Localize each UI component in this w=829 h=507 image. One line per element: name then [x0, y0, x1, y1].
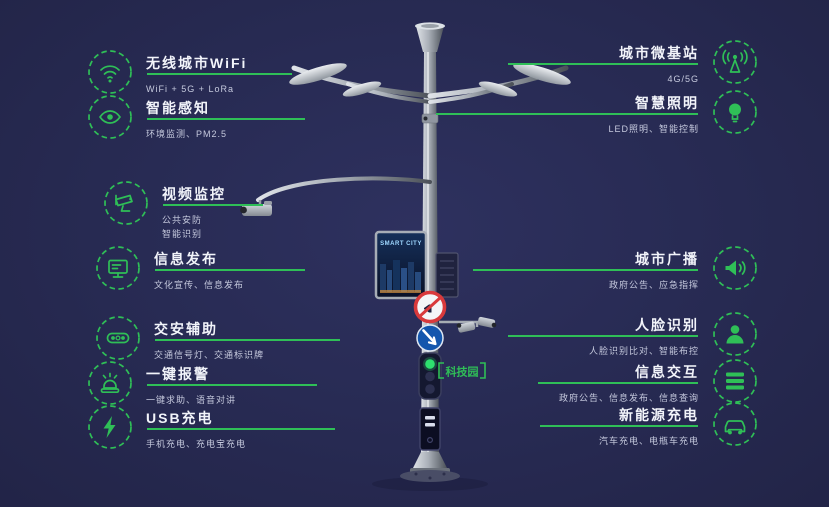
feature-title: 新能源充电 [619, 407, 699, 423]
feature-title: 人脸识别 [635, 317, 699, 333]
base-station-icon [711, 38, 759, 86]
smart-lamp-pole: SMART CITY [240, 22, 571, 491]
feature-title: 无线城市WiFi [146, 55, 248, 71]
tech-park-label: 科技园 [446, 365, 479, 379]
feature-item-smart-lighting: 智慧照明 LED照明、智能控制 [436, 88, 759, 137]
feature-item-emergency-alarm: 一键报警 一键求助、语音对讲 [86, 359, 317, 408]
screen-title: SMART CITY [380, 241, 422, 247]
connector-line [147, 428, 335, 430]
connector-line [540, 425, 698, 427]
feature-title: 视频监控 [162, 186, 226, 202]
feature-subtitle: WiFi + 5G + LoRa [146, 84, 235, 94]
lamp-arm-left [289, 63, 433, 104]
pole-base [400, 452, 460, 482]
feature-title: 城市微基站 [619, 45, 699, 61]
usb-charging-box [419, 407, 441, 451]
ground-shadow [372, 477, 488, 491]
feature-title: 城市广播 [635, 251, 699, 267]
tech-park-tag: 科技园 [438, 362, 486, 379]
cctv-camera [240, 176, 432, 216]
usb-icon [86, 403, 134, 451]
traffic-light [418, 352, 442, 400]
wifi-icon [86, 48, 134, 96]
feature-subtitle: 文化宣传、信息发布 [154, 280, 245, 290]
feature-subtitle: 政府公告、信息发布、信息查询 [558, 393, 699, 403]
connector-line [155, 339, 340, 341]
feature-item-video-surveillance: 视频监控 公共安防 智能识别 [102, 179, 263, 242]
smart-light-icon [711, 88, 759, 136]
feature-item-info-interaction: 信息交互 政府公告、信息发布、信息查询 [538, 357, 759, 406]
feature-subtitle: 公共安防 智能识别 [162, 215, 203, 239]
info-publish-icon [94, 244, 142, 292]
connector-line [538, 382, 698, 384]
feature-title: 交安辅助 [154, 321, 218, 337]
connector-line [147, 73, 292, 75]
lamp-arm-right [427, 63, 571, 104]
feature-subtitle: 环境监测、PM2.5 [146, 129, 228, 139]
dual-cameras [439, 316, 497, 333]
smart-sensing-icon [86, 93, 134, 141]
pole-shaft [421, 52, 439, 452]
face-recognition-icon [711, 310, 759, 358]
feature-item-ev-charging: 新能源充电 汽车充电、电瓶车充电 [540, 400, 759, 449]
connector-line [147, 118, 305, 120]
top-lamp [415, 22, 445, 52]
feature-title: USB充电 [146, 410, 214, 426]
feature-subtitle: 政府公告、应急指挥 [608, 280, 699, 290]
feature-title: 智能感知 [146, 100, 210, 116]
feature-item-info-publish: 信息发布 文化宣传、信息发布 [94, 244, 305, 293]
feature-subtitle: 4G/5G [667, 74, 699, 84]
connector-line [508, 335, 698, 337]
connector-line [155, 269, 305, 271]
direction-sign [416, 324, 444, 352]
pole-sensor-camera [421, 113, 439, 124]
feature-title: 一键报警 [146, 366, 210, 382]
no-horn-sign [413, 290, 447, 324]
alarm-icon [86, 359, 134, 407]
connector-line [508, 63, 698, 65]
feature-title: 信息发布 [154, 251, 218, 267]
feature-item-wifi: 无线城市WiFi WiFi + 5G + LoRa [86, 48, 292, 97]
feature-subtitle: 汽车充电、电瓶车充电 [598, 436, 699, 446]
feature-item-usb-charging: USB充电 手机充电、充电宝充电 [86, 403, 335, 452]
screen-skyline [380, 260, 421, 293]
connector-line [147, 384, 317, 386]
feature-item-face-recognition: 人脸识别 人脸识别比对、智能布控 [508, 310, 759, 359]
connector-line [436, 113, 698, 115]
connector-line [473, 269, 698, 271]
feature-title: 智慧照明 [635, 95, 699, 111]
feature-item-city-broadcast: 城市广播 政府公告、应急指挥 [473, 244, 759, 293]
feature-subtitle: 一键求助、语音对讲 [146, 395, 237, 405]
broadcast-icon [711, 244, 759, 292]
cctv-icon [102, 179, 150, 227]
feature-item-micro-base-station: 城市微基站 4G/5G [508, 38, 759, 87]
connector-line [163, 204, 263, 206]
feature-subtitle: 交通信号灯、交通标识牌 [154, 350, 265, 360]
feature-title: 信息交互 [635, 364, 699, 380]
feature-subtitle: 手机充电、充电宝充电 [146, 439, 247, 449]
feature-subtitle: LED照明、智能控制 [608, 124, 699, 134]
equipment-box [435, 252, 459, 298]
feature-subtitle: 人脸识别比对、智能布控 [588, 346, 699, 356]
feature-item-smart-sensing: 智能感知 环境监测、PM2.5 [86, 93, 305, 142]
traffic-signal-icon [94, 314, 142, 362]
display-screen: SMART CITY [374, 230, 428, 300]
feature-item-traffic-aid: 交安辅助 交通信号灯、交通标识牌 [94, 314, 340, 363]
info-interaction-icon [711, 357, 759, 405]
ev-charging-icon [711, 400, 759, 448]
